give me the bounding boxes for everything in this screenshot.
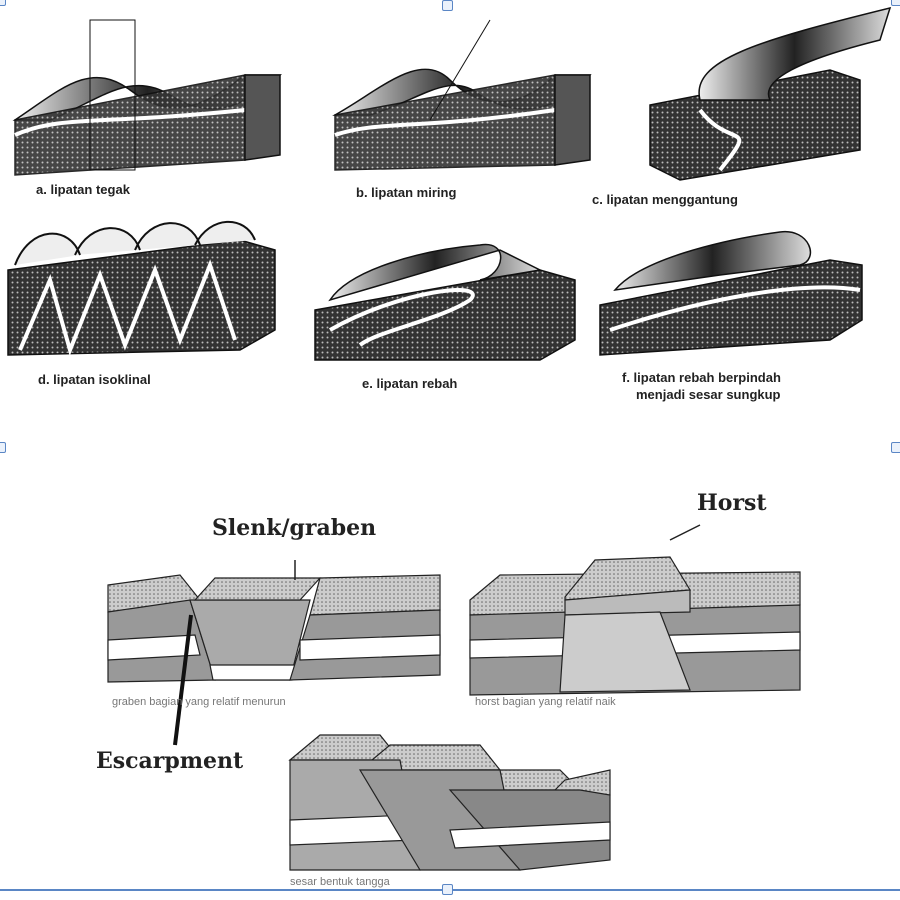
graben-diagram: [107, 574, 441, 683]
fold-d-diagram: [7, 220, 276, 357]
horst-title: Horst: [697, 490, 767, 516]
fold-f-label-line2: menjadi sesar sungkup: [636, 387, 781, 402]
resize-handle-top-right[interactable]: [891, 0, 900, 6]
resize-handle-top[interactable]: [442, 0, 453, 11]
graben-caption: graben bagian yang relatif menurun: [112, 696, 286, 708]
horst-caption: horst bagian yang relatif naik: [475, 696, 616, 708]
horst-diagram: [469, 556, 801, 696]
resize-handle-bottom[interactable]: [442, 884, 453, 895]
fold-b-diagram: [332, 19, 592, 171]
fold-c-label: c. lipatan menggantung: [592, 192, 738, 207]
fold-b-label: b. lipatan miring: [356, 185, 457, 200]
horst-arrow: [669, 524, 701, 541]
fold-e-label: e. lipatan rebah: [362, 376, 458, 391]
graben-title: Slenk/graben: [212, 515, 377, 541]
escarpment-pointer: [173, 614, 193, 746]
fold-f-label: f. lipatan rebah berpindah: [622, 370, 781, 385]
resize-handle-left[interactable]: [0, 442, 6, 453]
fold-f-diagram: [599, 231, 863, 356]
fold-d-label: d. lipatan isoklinal: [38, 372, 151, 387]
resize-handle-top-left[interactable]: [0, 0, 6, 6]
fold-a-diagram: [12, 19, 282, 176]
step-fault-caption: sesar bentuk tangga: [290, 876, 390, 888]
fold-e-diagram: [314, 243, 576, 361]
fold-c-diagram: [649, 6, 892, 181]
step-fault-diagram: [288, 734, 611, 871]
resize-handle-right[interactable]: [891, 442, 900, 453]
escarpment-label: Escarpment: [96, 748, 244, 774]
fold-a-label: a. lipatan tegak: [36, 182, 130, 197]
